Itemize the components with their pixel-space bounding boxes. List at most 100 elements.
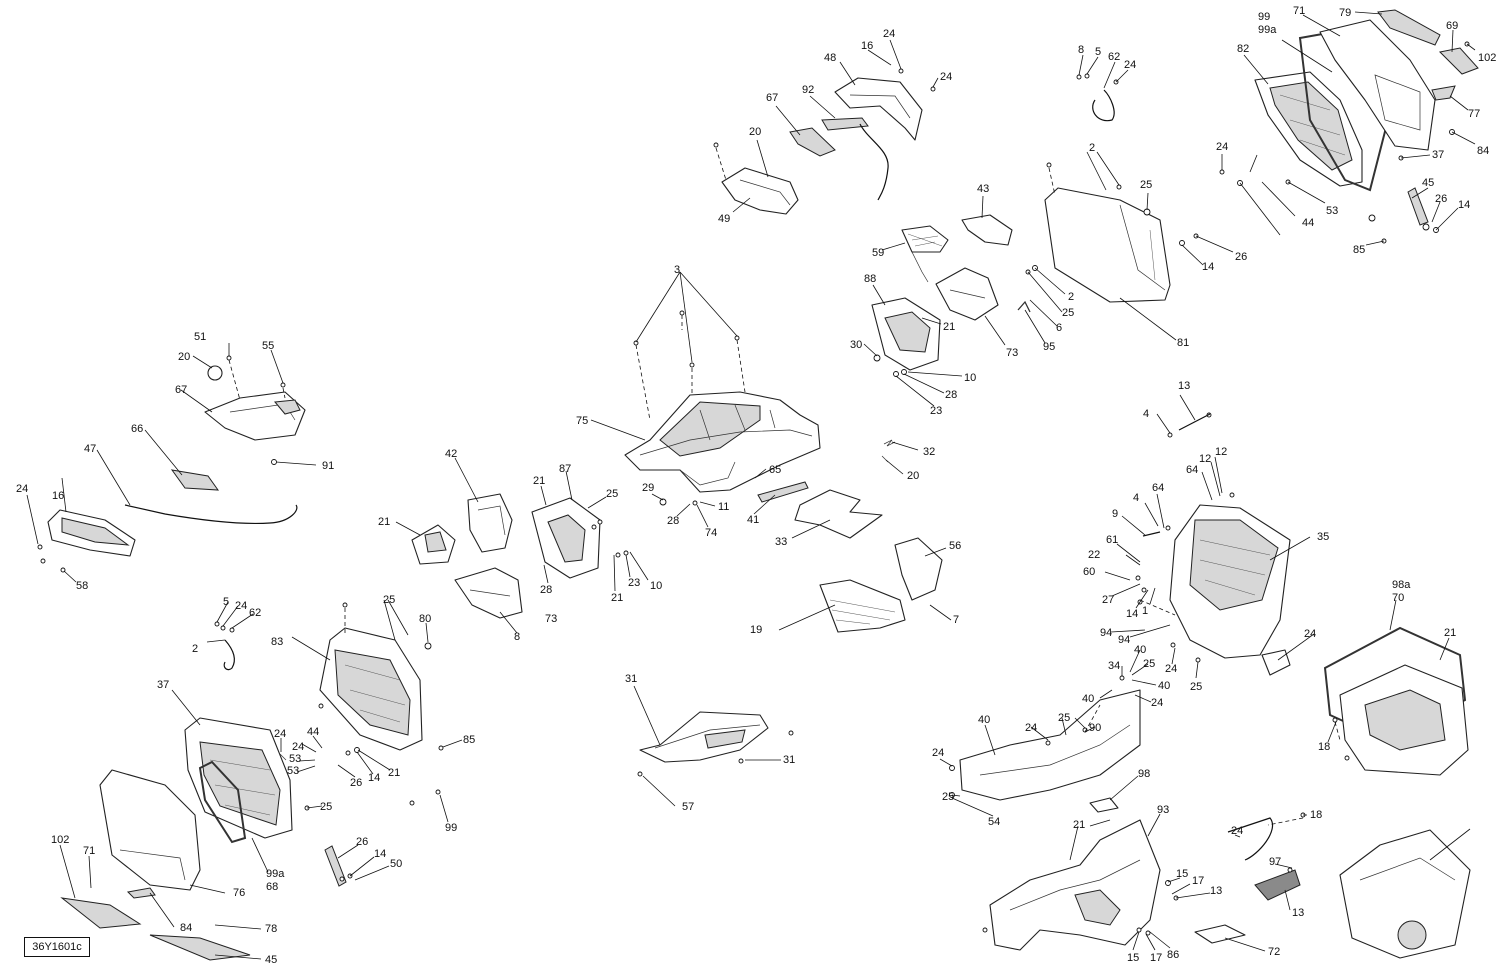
part-67-bracket-left — [170, 469, 220, 491]
callout-label: 62 — [1108, 51, 1120, 63]
callout-label: 3 — [674, 264, 680, 276]
part-45-strap-left — [324, 845, 347, 887]
part-41-mat — [794, 489, 883, 539]
callout-label: 20 — [178, 351, 190, 363]
parts-layer — [37, 9, 1479, 961]
callout-label: 65 — [769, 464, 781, 476]
part-7-rod — [1178, 413, 1211, 431]
part-54-badge — [1089, 797, 1119, 813]
callout-label: 70 — [1392, 592, 1404, 604]
callout-label: 80 — [419, 613, 431, 625]
callout-label: 10 — [964, 372, 976, 384]
callout-label: 24 — [274, 728, 286, 740]
callout-label: 25 — [383, 594, 395, 606]
callout-label: 23 — [930, 405, 942, 417]
callout-label: 53 — [1326, 205, 1338, 217]
callout-label: 17 — [1192, 875, 1204, 887]
callout-label: 13 — [1292, 907, 1304, 919]
callout-label: 26 — [356, 836, 368, 848]
callout-label: 24 — [1231, 825, 1243, 837]
callout-label: 6 — [1056, 322, 1062, 334]
callout-label: 51 — [194, 331, 206, 343]
callout-label: 2 — [192, 643, 198, 655]
callout-label: 69 — [1446, 20, 1458, 32]
callout-label: 50 — [390, 858, 402, 870]
callout-label: 83 — [271, 636, 283, 648]
callout-label: 8 — [514, 631, 520, 643]
part-80-left-case — [319, 627, 423, 751]
callout-label: 28 — [945, 389, 957, 401]
callout-label: 24 — [883, 28, 895, 40]
callout-label: 68 — [266, 881, 278, 893]
callout-label: 7 — [953, 614, 959, 626]
part-right-saddlebag-housing — [1254, 71, 1363, 187]
callout-label: 18 — [1318, 741, 1330, 753]
callout-label: 31 — [625, 673, 637, 685]
callout-label: 25 — [1058, 712, 1070, 724]
part-76-emblem — [126, 887, 156, 899]
part-33-spring — [883, 439, 896, 447]
callout-label: 44 — [307, 726, 319, 738]
callout-label: 54 — [988, 816, 1000, 828]
part-87-bracket — [531, 497, 601, 579]
callout-label: 10 — [650, 580, 662, 592]
callout-label: 78 — [265, 923, 277, 935]
callout-label: 64 — [1186, 464, 1198, 476]
part-65-strip — [757, 481, 809, 503]
callout-label: 28 — [667, 515, 679, 527]
callout-label: 24 — [940, 71, 952, 83]
callout-label: 82 — [1237, 43, 1249, 55]
callout-label: 26 — [1235, 251, 1247, 263]
callout-label: 98 — [1138, 768, 1150, 780]
callout-label: 47 — [84, 443, 96, 455]
part-75-frame — [624, 391, 821, 493]
callout-label: 84 — [1477, 145, 1489, 157]
callout-label: 31 — [783, 754, 795, 766]
callout-label: 25 — [1143, 658, 1155, 670]
callout-label: 90 — [1089, 722, 1101, 734]
callout-label: 16 — [52, 490, 64, 502]
part-77-emblem — [1431, 85, 1456, 101]
callout-label: 73 — [545, 613, 557, 625]
callout-label: 2 — [1068, 291, 1074, 303]
callout-label: 26 — [350, 777, 362, 789]
callout-label: 27 — [1102, 594, 1114, 606]
callout-label: 48 — [824, 52, 836, 64]
callout-label: 33 — [775, 536, 787, 548]
callout-label: 34 — [1108, 660, 1120, 672]
callout-label: 44 — [1302, 217, 1314, 229]
callout-label: 11 — [718, 501, 729, 513]
callout-label: 19 — [750, 624, 762, 636]
part-94-rear-housing — [1169, 504, 1291, 659]
callout-label: 92 — [802, 84, 814, 96]
callout-labels: 99 99a 71 79 69 102 82 77 84 37 24 53 44… — [16, 5, 1496, 966]
callout-label: 99 — [445, 822, 457, 834]
callout-label: 29 — [642, 482, 654, 494]
part-83-left-saddlebag — [184, 717, 293, 839]
callout-label: 91 — [322, 460, 334, 472]
callout-label: 42 — [445, 448, 457, 460]
part-88-housing — [871, 297, 941, 371]
callout-label: 5 — [1095, 46, 1101, 58]
callout-label: 35 — [1317, 531, 1329, 543]
callout-label: 45 — [1422, 177, 1434, 189]
callout-label: 81 — [1177, 337, 1189, 349]
callout-label: 24 — [1216, 141, 1228, 153]
callout-label: 26 — [1435, 193, 1447, 205]
callout-label: 71 — [83, 845, 95, 857]
part-92-cable — [859, 123, 889, 201]
callout-label: 12 — [1215, 446, 1227, 458]
callout-label: 59 — [872, 247, 884, 259]
callout-label: 53 — [289, 753, 301, 765]
callout-label: 23 — [628, 577, 640, 589]
part-43-cap — [961, 214, 1013, 246]
part-left-saddlebag-lid — [99, 769, 201, 891]
callout-label: 15 — [1176, 868, 1188, 880]
callout-label: 93 — [1157, 804, 1169, 816]
part-35-tab — [1261, 649, 1291, 676]
callout-label: 21 — [533, 475, 545, 487]
callout-label: 21 — [1444, 627, 1456, 639]
part-99-seal-left — [198, 760, 247, 844]
callout-label: 24 — [292, 741, 304, 753]
part-37-pin-left — [279, 753, 287, 761]
